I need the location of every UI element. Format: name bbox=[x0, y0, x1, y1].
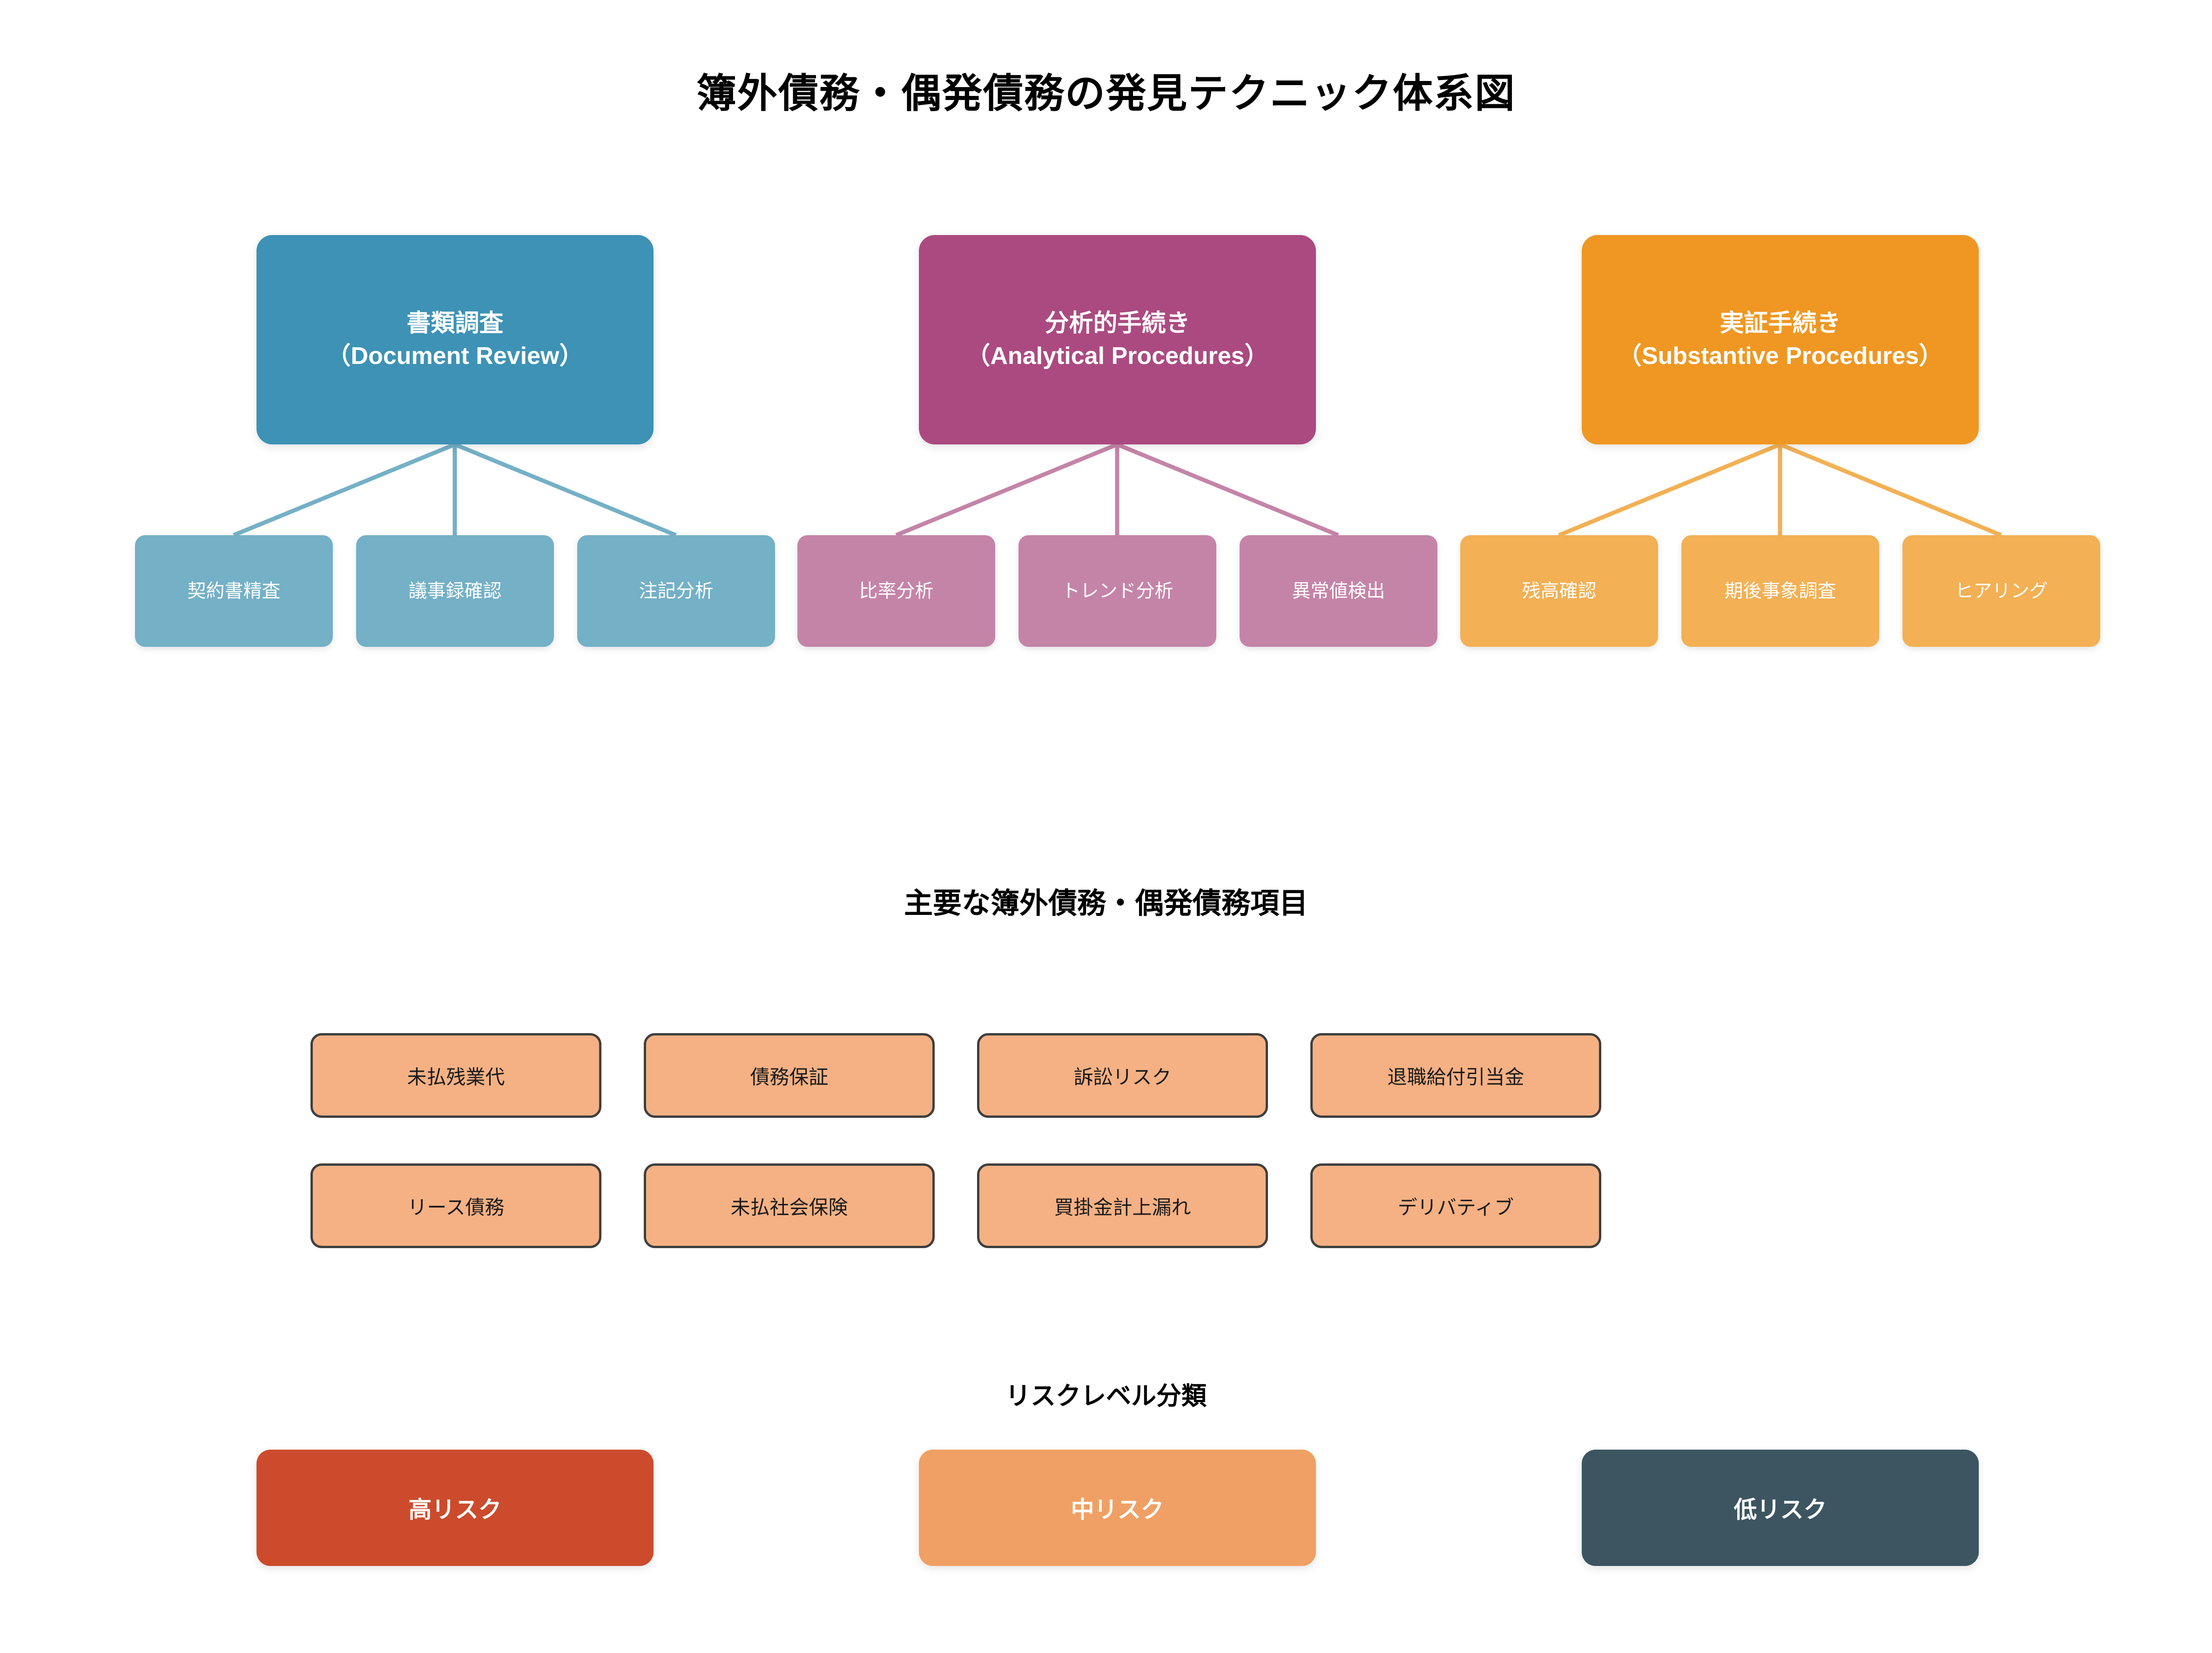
item-box-label: 未払社会保険 bbox=[730, 1196, 848, 1218]
child-box-subsequent-events[interactable]: 期後事象調査 bbox=[1681, 535, 1879, 647]
connector-group-document-review bbox=[233, 442, 677, 538]
risk-box-medium[interactable]: 中リスク bbox=[919, 1450, 1316, 1566]
child-box-contract-review[interactable]: 契約書精査 bbox=[135, 535, 333, 647]
item-box-litigation-risk[interactable]: 訴訟リスク bbox=[977, 1033, 1268, 1118]
connector-group-analytical-procedures bbox=[895, 442, 1339, 538]
item-box-label: 未払残業代 bbox=[407, 1066, 505, 1088]
child-box-hearing[interactable]: ヒアリング bbox=[1902, 535, 2100, 647]
group-box-substantive-procedures[interactable]: 実証手続き （Substantive Procedures） bbox=[1582, 235, 1979, 444]
group-title-ja: 分析的手続き bbox=[1045, 309, 1190, 337]
item-box-lease-liability[interactable]: リース債務 bbox=[310, 1163, 601, 1248]
connector-line bbox=[1116, 442, 1339, 538]
item-box-label: 退職給付引当金 bbox=[1387, 1066, 1524, 1088]
item-box-derivative[interactable]: デリバティブ bbox=[1310, 1163, 1601, 1248]
child-box-label: トレンド分析 bbox=[1061, 581, 1173, 601]
risk-section-heading: リスクレベル分類 bbox=[1005, 1382, 1207, 1410]
child-box-trend-analysis[interactable]: トレンド分析 bbox=[1018, 535, 1216, 647]
child-box-label: 比率分析 bbox=[859, 581, 934, 601]
child-box-label: 残高確認 bbox=[1522, 581, 1597, 601]
group-title-en: （Substantive Procedures） bbox=[1617, 343, 1943, 370]
item-box-label: リース債務 bbox=[407, 1196, 505, 1218]
connector-line bbox=[1558, 442, 1781, 538]
connector-line bbox=[233, 442, 456, 538]
connector-line bbox=[895, 442, 1118, 538]
item-box-retirement-benefit-provision[interactable]: 退職給付引当金 bbox=[1310, 1033, 1601, 1118]
risk-box-high[interactable]: 高リスク bbox=[256, 1450, 654, 1566]
connector-line bbox=[1779, 442, 2002, 538]
item-box-label: デリバティブ bbox=[1397, 1196, 1514, 1218]
group-box-document-review[interactable]: 書類調査 （Document Review） bbox=[256, 235, 654, 444]
child-box-minutes-check[interactable]: 議事録確認 bbox=[356, 535, 554, 647]
connector-group-substantive-procedures bbox=[1558, 442, 2002, 538]
group-box-document-review-text: 書類調査 （Document Review） bbox=[327, 307, 584, 372]
group-box-analytical-procedures-text: 分析的手続き （Analytical Procedures） bbox=[966, 307, 1268, 372]
items-section-heading: 主要な簿外債務・偶発債務項目 bbox=[904, 887, 1308, 920]
page-title: 簿外債務・偶発債務の発見テクニック体系図 bbox=[696, 71, 1516, 116]
item-box-debt-guarantee[interactable]: 債務保証 bbox=[644, 1033, 935, 1118]
item-box-label: 訴訟リスク bbox=[1073, 1066, 1172, 1088]
risk-box-label: 低リスク bbox=[1733, 1497, 1827, 1523]
item-box-unpaid-social-insurance[interactable]: 未払社会保険 bbox=[644, 1163, 935, 1248]
child-box-ratio-analysis[interactable]: 比率分析 bbox=[797, 535, 995, 647]
group-box-analytical-procedures[interactable]: 分析的手続き （Analytical Procedures） bbox=[919, 235, 1316, 444]
risk-box-label: 高リスク bbox=[408, 1497, 502, 1523]
child-box-label: 異常値検出 bbox=[1292, 581, 1385, 601]
child-box-outlier-detection[interactable]: 異常値検出 bbox=[1240, 535, 1437, 647]
group-title-ja: 書類調査 bbox=[406, 309, 504, 337]
connector-line bbox=[454, 442, 677, 538]
item-box-unpaid-overtime[interactable]: 未払残業代 bbox=[310, 1033, 601, 1118]
child-box-notes-analysis[interactable]: 注記分析 bbox=[577, 535, 775, 647]
group-title-en: （Analytical Procedures） bbox=[966, 343, 1269, 370]
child-box-label: 議事録確認 bbox=[408, 581, 502, 601]
child-box-label: 契約書精査 bbox=[187, 581, 281, 601]
child-box-label: 注記分析 bbox=[639, 581, 714, 601]
item-box-label: 買掛金計上漏れ bbox=[1054, 1196, 1191, 1218]
child-box-label: 期後事象調査 bbox=[1724, 581, 1836, 601]
item-box-accounts-payable-omission[interactable]: 買掛金計上漏れ bbox=[977, 1163, 1268, 1248]
group-title-en: （Document Review） bbox=[326, 343, 584, 370]
item-box-label: 債務保証 bbox=[750, 1066, 829, 1088]
group-box-substantive-procedures-text: 実証手続き （Substantive Procedures） bbox=[1618, 307, 1943, 372]
child-box-label: ヒアリング bbox=[1955, 581, 2048, 601]
risk-box-low[interactable]: 低リスク bbox=[1582, 1450, 1979, 1566]
child-box-balance-confirmation[interactable]: 残高確認 bbox=[1460, 535, 1658, 647]
group-title-ja: 実証手続き bbox=[1720, 309, 1841, 337]
risk-box-label: 中リスク bbox=[1071, 1497, 1164, 1523]
